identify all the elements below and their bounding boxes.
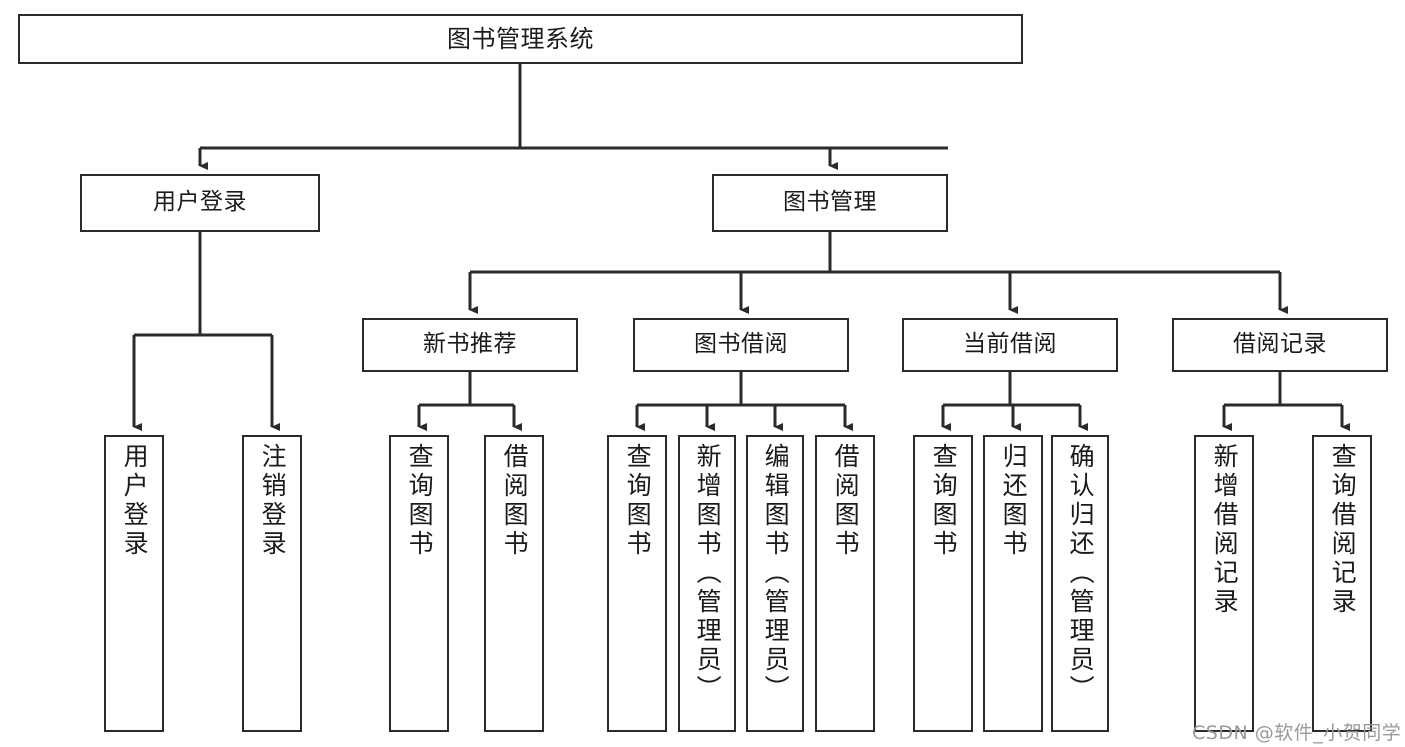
node-leaf-borrow-book-1[interactable]: 借阅图书 — [484, 435, 544, 732]
node-leaf-query-record-label: 查询借阅记录 — [1328, 443, 1358, 617]
node-leaf-query-book-2[interactable]: 查询图书 — [607, 435, 667, 732]
node-leaf-add-record[interactable]: 新增借阅记录 — [1194, 435, 1254, 732]
node-leaf-borrow-book-1-label: 借阅图书 — [500, 443, 530, 559]
node-book-borrow[interactable]: 图书借阅 — [633, 318, 849, 372]
node-leaf-return-book-label: 归还图书 — [999, 443, 1029, 559]
node-leaf-query-book-3[interactable]: 查询图书 — [913, 435, 973, 732]
node-leaf-query-record[interactable]: 查询借阅记录 — [1312, 435, 1372, 732]
node-leaf-borrow-book-2-label: 借阅图书 — [831, 443, 861, 559]
node-leaf-query-book-3-label: 查询图书 — [929, 443, 959, 559]
node-borrow-record[interactable]: 借阅记录 — [1172, 318, 1388, 372]
node-current-borrow-label: 当前借阅 — [963, 331, 1057, 358]
node-leaf-confirm-return-label: 确认归还（管理员） — [1066, 443, 1096, 704]
csdn-watermark: CSDN @软件_小贺同学 — [1192, 722, 1402, 744]
node-leaf-add-book[interactable]: 新增图书（管理员） — [678, 435, 736, 732]
node-leaf-return-book[interactable]: 归还图书 — [983, 435, 1043, 732]
node-leaf-query-book-1[interactable]: 查询图书 — [389, 435, 449, 732]
node-root[interactable]: 图书管理系统 — [18, 14, 1023, 64]
node-user-login[interactable]: 用户登录 — [80, 174, 320, 232]
node-new-book-recommend-label: 新书推荐 — [423, 331, 517, 358]
node-leaf-edit-book-label: 编辑图书（管理员） — [761, 443, 791, 704]
node-book-manage[interactable]: 图书管理 — [712, 174, 948, 232]
node-leaf-borrow-book-2[interactable]: 借阅图书 — [815, 435, 875, 732]
node-leaf-logout-label: 注销登录 — [258, 443, 288, 559]
node-leaf-edit-book[interactable]: 编辑图书（管理员） — [746, 435, 804, 732]
node-leaf-logout[interactable]: 注销登录 — [242, 435, 302, 732]
node-leaf-query-book-1-label: 查询图书 — [405, 443, 435, 559]
node-leaf-add-book-label: 新增图书（管理员） — [693, 443, 723, 704]
node-leaf-confirm-return[interactable]: 确认归还（管理员） — [1051, 435, 1109, 732]
node-leaf-query-book-2-label: 查询图书 — [623, 443, 653, 559]
node-leaf-user-login-label: 用户登录 — [120, 443, 150, 559]
node-leaf-user-login[interactable]: 用户登录 — [104, 435, 164, 732]
node-current-borrow[interactable]: 当前借阅 — [902, 318, 1118, 372]
node-root-label: 图书管理系统 — [447, 24, 594, 53]
node-book-borrow-label: 图书借阅 — [694, 331, 788, 358]
node-book-manage-label: 图书管理 — [783, 189, 877, 216]
node-user-login-label: 用户登录 — [153, 189, 247, 216]
node-new-book-recommend[interactable]: 新书推荐 — [362, 318, 578, 372]
node-borrow-record-label: 借阅记录 — [1233, 331, 1327, 358]
node-leaf-add-record-label: 新增借阅记录 — [1210, 443, 1240, 617]
